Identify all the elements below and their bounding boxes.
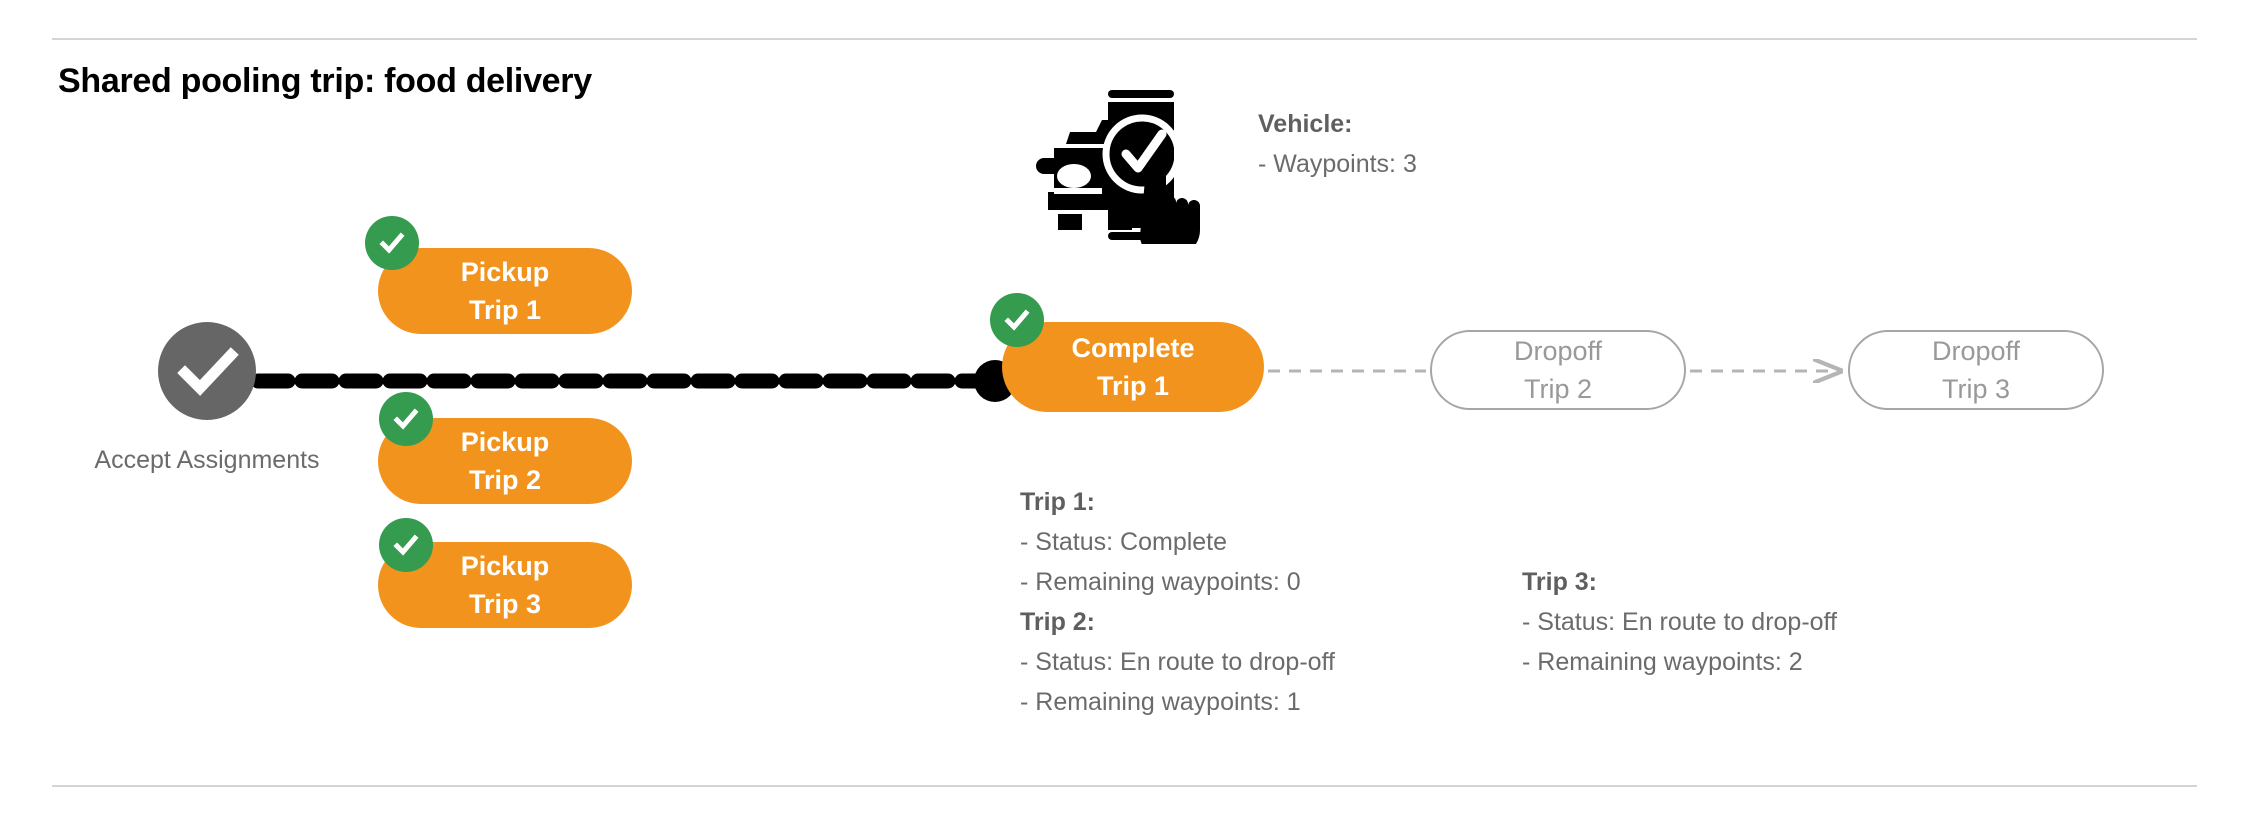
accept-assignments-label: Accept Assignments: [85, 440, 329, 480]
check-badge-icon: [393, 534, 419, 556]
trip-3-heading: Trip 3:: [1522, 568, 1598, 596]
pickup-trip-1-line1: Pickup: [460, 257, 550, 287]
accept-label-line1: Accept: [94, 446, 171, 474]
trip-1-status: - Status: Complete: [1020, 528, 1228, 556]
trip-1-remaining-waypoints: - Remaining waypoints: 0: [1020, 568, 1301, 596]
trip-1-heading: Trip 1:: [1020, 488, 1096, 516]
check-circle-icon: [177, 347, 239, 396]
pickup-trip-3-check-badge: [379, 518, 433, 572]
complete-trip-1-line1: Complete: [1071, 333, 1195, 363]
pickup-trip-2-check-badge: [379, 392, 433, 446]
pickup-trip-3-line2: Trip 3: [468, 589, 542, 619]
pickup-trip-3-line1: Pickup: [460, 551, 550, 581]
check-badge-icon: [393, 408, 419, 430]
trip-info-left-block: Trip 1: - Status: Complete - Remaining w…: [1020, 482, 1335, 722]
complete-trip-1-check-badge: [990, 293, 1044, 347]
bottom-divider: [52, 785, 2197, 787]
vehicle-info-heading: Vehicle:: [1258, 110, 1353, 138]
pickup-trip-2-line2: Trip 2: [468, 465, 542, 495]
vehicle-info-waypoints: - Waypoints: 3: [1258, 150, 1417, 178]
trip-2-remaining-waypoints: - Remaining waypoints: 1: [1020, 688, 1301, 716]
dropoff-trip-2-node[interactable]: Dropoff Trip 2: [1430, 330, 1686, 410]
dropoff-trip-3-node[interactable]: Dropoff Trip 3: [1848, 330, 2104, 410]
page-title: Shared pooling trip: food delivery: [58, 62, 592, 100]
accept-label-line2: Assignments: [176, 446, 320, 474]
check-badge-icon: [1004, 309, 1030, 331]
dropoff-trip-3-line2: Trip 3: [1941, 374, 2010, 404]
pickup-trip-1-node[interactable]: Pickup Trip 1: [378, 248, 632, 334]
pickup-trip-2-line1: Pickup: [460, 427, 550, 457]
accept-assignments-node[interactable]: [158, 322, 256, 420]
trip-3-remaining-waypoints: - Remaining waypoints: 2: [1522, 648, 1803, 676]
trip-2-status: - Status: En route to drop-off: [1020, 648, 1335, 676]
vehicle-info-block: Vehicle: - Waypoints: 3: [1258, 104, 1417, 184]
trip-info-right-block: Trip 3: - Status: En route to drop-off -…: [1522, 562, 1837, 682]
vehicle-phone-check-icon: [1036, 84, 1212, 256]
trip-2-heading: Trip 2:: [1020, 608, 1096, 636]
pickup-trip-1-check-badge: [365, 216, 419, 270]
pickup-trip-1-line2: Trip 1: [468, 295, 542, 325]
top-divider: [52, 38, 2197, 40]
dropoff-trip-2-line2: Trip 2: [1523, 374, 1592, 404]
dropoff-trip-2-line1: Dropoff: [1513, 336, 1603, 366]
complete-trip-1-line2: Trip 1: [1096, 371, 1170, 401]
trip-3-status: - Status: En route to drop-off: [1522, 608, 1837, 636]
complete-trip-1-node[interactable]: Complete Trip 1: [1002, 322, 1264, 412]
check-badge-icon: [379, 232, 405, 254]
dropoff-trip-3-line1: Dropoff: [1931, 336, 2021, 366]
